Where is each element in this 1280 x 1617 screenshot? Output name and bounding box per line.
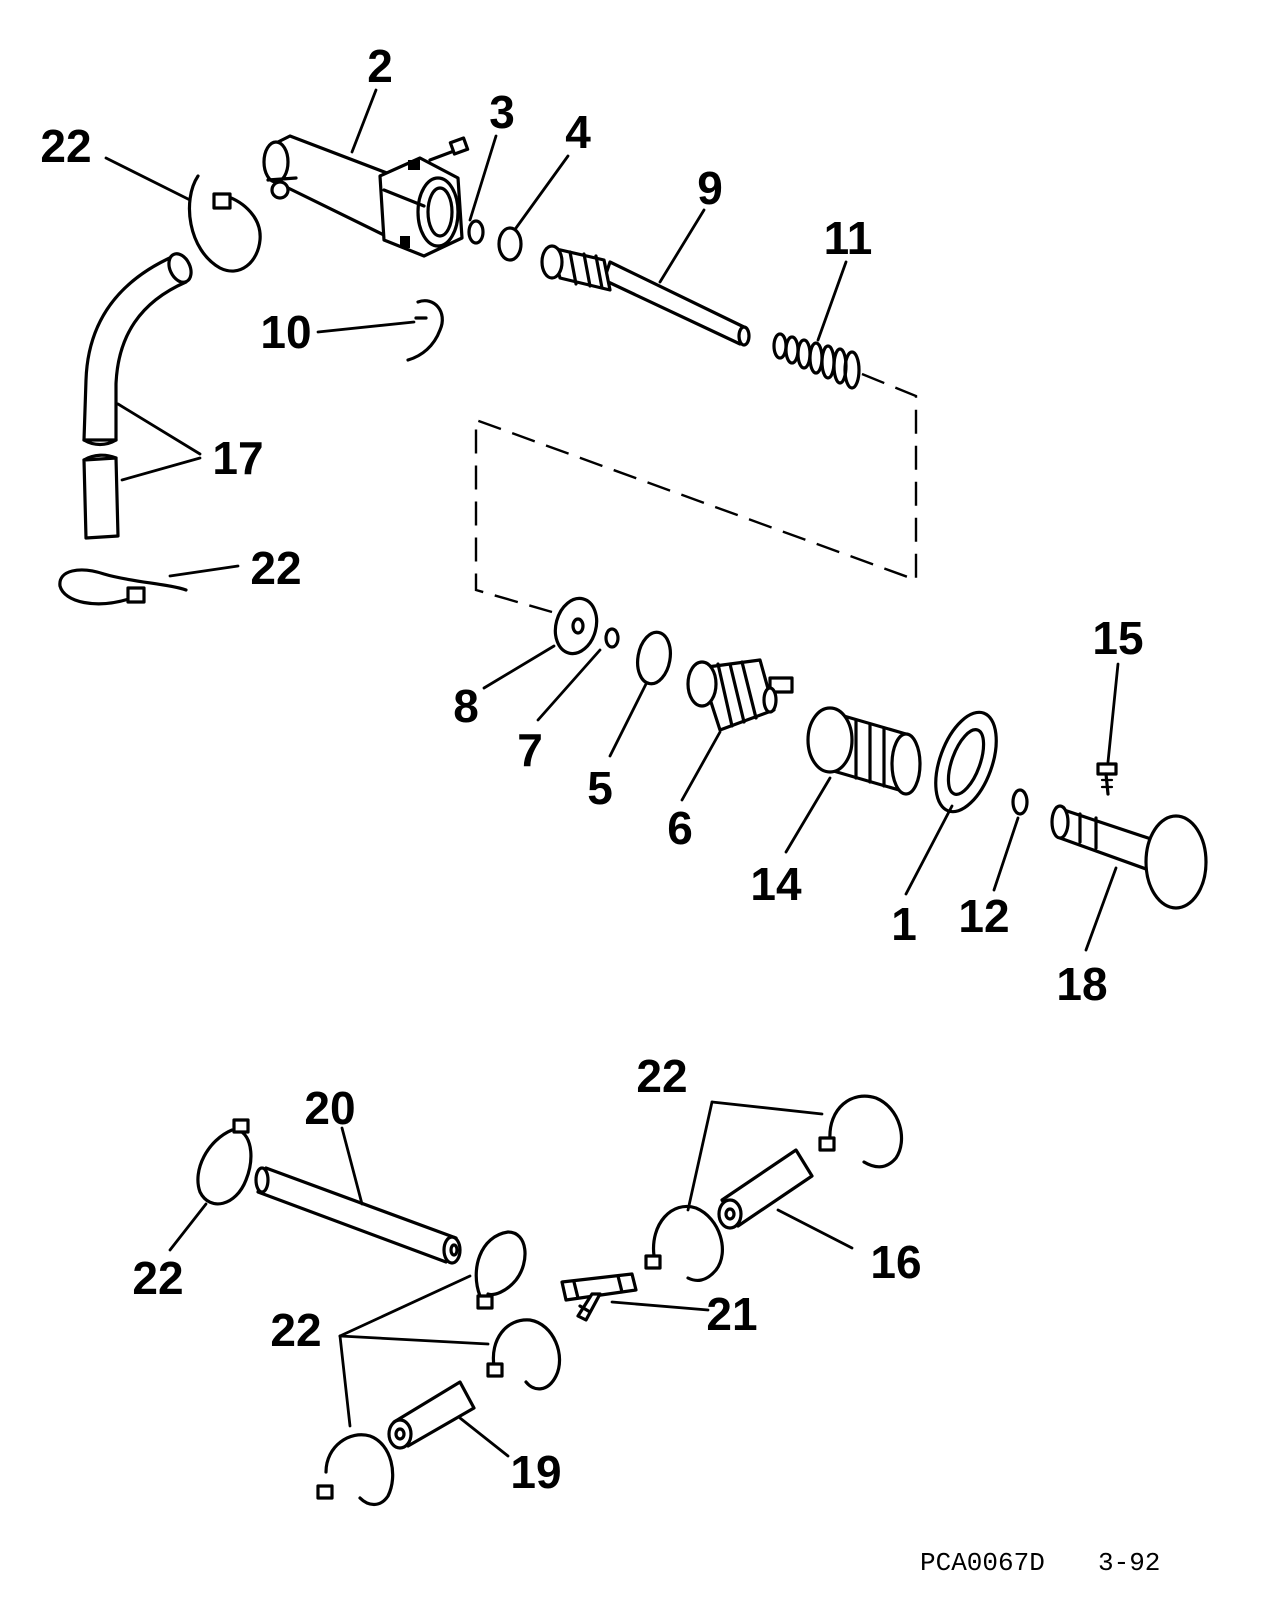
part-6-valve-body — [686, 658, 794, 732]
callout-4: 4 — [565, 106, 591, 158]
part-18-knob — [1050, 804, 1208, 910]
part-22-clamp-right-middle — [644, 1204, 724, 1282]
callout-1: 1 — [891, 898, 917, 950]
callout-20: 20 — [304, 1082, 355, 1134]
part-22-clamp-lower-left — [196, 1118, 253, 1206]
callout-7: 7 — [517, 724, 543, 776]
callout-3: 3 — [489, 86, 515, 138]
callout-19: 19 — [510, 1446, 561, 1498]
part-21-tee-fitting — [560, 1272, 638, 1322]
callout-17: 17 — [212, 432, 263, 484]
alignment-dashed-lines — [474, 372, 918, 614]
callout-15: 15 — [1092, 612, 1143, 664]
part-22-clamp-middle — [486, 1318, 562, 1391]
callout-2: 2 — [367, 40, 393, 92]
callout-10: 10 — [260, 306, 311, 358]
part-17-hose — [82, 252, 193, 540]
part-22-clamp-top-right — [818, 1094, 904, 1169]
part-20-tube — [254, 1166, 462, 1265]
part-11-spring — [772, 332, 861, 390]
part-22-hose-clamp-lower — [58, 568, 188, 606]
callout-12: 12 — [958, 890, 1009, 942]
callout-22-mid: 22 — [250, 542, 301, 594]
part-22-clamp-bottom — [316, 1433, 395, 1507]
callout-14: 14 — [750, 858, 802, 910]
leader-lines — [104, 88, 1120, 1458]
callout-9: 9 — [697, 162, 723, 214]
part-16-short-hose — [717, 1148, 814, 1230]
drawing-footer: PCA0067D 3-92 — [920, 1548, 1160, 1578]
callout-labels: 2 3 4 9 11 22 10 17 22 8 7 5 6 14 1 12 1… — [40, 40, 1143, 1498]
part-9-plunger-shaft — [540, 244, 751, 347]
part-4-o-ring — [497, 226, 523, 262]
part-22-hose-clamp-upper — [187, 174, 262, 273]
part-5-o-ring — [636, 630, 672, 686]
part-1-bezel — [934, 710, 998, 814]
callout-22-lower-left: 22 — [132, 1252, 183, 1304]
callout-6: 6 — [667, 802, 693, 854]
part-22-clamp-tube-end — [474, 1230, 527, 1310]
part-19-short-hose — [387, 1380, 476, 1450]
callout-5: 5 — [587, 762, 613, 814]
part-15-screw — [1096, 762, 1118, 796]
callout-22-upper-right: 22 — [636, 1050, 687, 1102]
part-8-washer — [553, 596, 599, 656]
callout-18: 18 — [1056, 958, 1107, 1010]
callout-11: 11 — [824, 212, 873, 264]
part-14-nut — [806, 706, 922, 796]
callout-22-upper: 22 — [40, 120, 91, 172]
part-10-clip — [406, 299, 444, 362]
drawing-code: PCA0067D — [920, 1548, 1045, 1578]
part-2-housing — [262, 134, 470, 258]
part-12-o-ring — [1011, 788, 1029, 816]
callout-16: 16 — [870, 1236, 921, 1288]
part-7-small-o-ring — [604, 627, 620, 649]
callout-21: 21 — [706, 1288, 757, 1340]
callout-8: 8 — [453, 680, 479, 732]
callout-22-lower-middle: 22 — [270, 1304, 321, 1356]
drawing-date: 3-92 — [1098, 1548, 1160, 1578]
part-3-small-o-ring — [467, 219, 485, 245]
